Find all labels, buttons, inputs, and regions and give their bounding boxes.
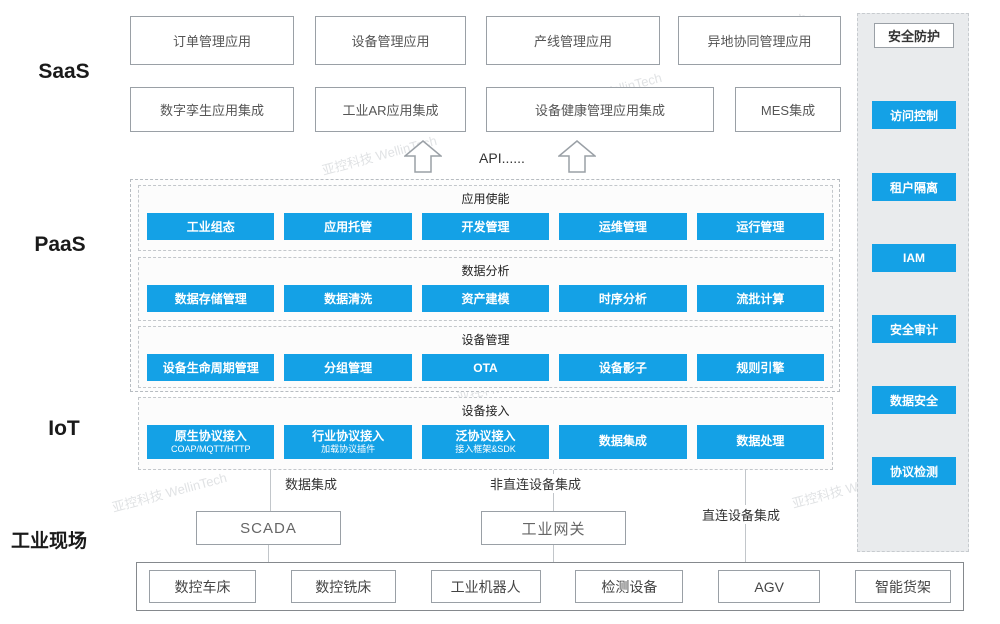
saas-app-box: 订单管理应用	[130, 16, 294, 65]
field-device-box: 智能货架	[854, 570, 951, 603]
saas-integration-box: 工业AR应用集成	[315, 87, 466, 132]
layer-label-saas: SaaS	[38, 60, 90, 83]
iot-access-chip: 数据处理	[696, 425, 825, 459]
security-panel-title: 安全防护	[874, 23, 954, 48]
capability-chip: 流批计算	[696, 285, 825, 312]
chip-label: 泛协议接入	[455, 428, 516, 443]
security-chip: 安全审计	[872, 315, 956, 343]
section-title: 应用使能	[461, 192, 510, 206]
field-device-box: AGV	[718, 570, 821, 603]
chip-label: 原生协议接入	[174, 428, 247, 443]
connection-label-direct-device: 直连设备集成	[698, 505, 785, 524]
capability-chip: OTA	[421, 354, 550, 381]
field-device-box: 数控车床	[149, 570, 256, 603]
section-title: 设备接入	[461, 404, 510, 418]
capability-chip: 工业组态	[147, 213, 275, 240]
connector-line	[268, 545, 269, 562]
chip-label: 行业协议接入	[312, 428, 385, 443]
field-device-box: 检测设备	[575, 570, 684, 603]
capability-chip: 开发管理	[421, 213, 550, 240]
capability-chip: 设备生命周期管理	[147, 354, 275, 381]
section-title: 设备管理	[461, 333, 510, 347]
chip-label: 数据处理	[736, 434, 785, 449]
iot-access-chip: 行业协议接入 加载协议插件	[284, 425, 412, 459]
saas-integration-box: 数字孪生应用集成	[130, 87, 294, 132]
security-chip: IAM	[872, 244, 956, 272]
capability-chip: 运维管理	[559, 213, 687, 240]
capability-chip: 应用托管	[284, 213, 412, 240]
chip-sublabel: 加载协议插件	[321, 443, 376, 454]
field-devices-container: 数控车床 数控铣床 工业机器人 检测设备 AGV 智能货架	[136, 562, 964, 611]
chip-sublabel: 接入框架&SDK	[455, 443, 516, 454]
capability-chip: 时序分析	[559, 285, 687, 312]
field-device-box: 数控铣床	[290, 570, 396, 603]
security-chip: 数据安全	[872, 386, 956, 414]
paas-section-device-management: 设备管理 设备生命周期管理 分组管理 OTA 设备影子 规则引擎	[138, 326, 833, 388]
capability-chip: 数据清洗	[284, 285, 412, 312]
chip-sublabel: COAP/MQTT/HTTP	[170, 443, 251, 454]
industrial-gateway-box: 工业网关	[481, 511, 626, 545]
saas-app-box: 设备管理应用	[315, 16, 466, 65]
capability-chip: 数据存储管理	[147, 285, 275, 312]
capability-chip: 分组管理	[284, 354, 412, 381]
security-panel: 安全防护 访问控制 租户隔离 IAM 安全审计 数据安全 协议检测	[857, 13, 969, 552]
connector-line	[553, 545, 554, 562]
iot-access-chip: 泛协议接入 接入框架&SDK	[421, 425, 550, 459]
section-title: 数据分析	[461, 264, 510, 278]
layer-label-iot: IoT	[48, 417, 80, 440]
saas-integration-box: MES集成	[735, 87, 841, 132]
iot-device-access-section: 设备接入 原生协议接入 COAP/MQTT/HTTP 行业协议接入 加载协议插件…	[138, 397, 833, 470]
saas-app-box: 产线管理应用	[486, 16, 660, 65]
field-device-box: 工业机器人	[430, 570, 541, 603]
capability-chip: 运行管理	[696, 213, 825, 240]
iot-access-chip: 原生协议接入 COAP/MQTT/HTTP	[147, 425, 275, 459]
security-chip: 访问控制	[872, 101, 956, 129]
chip-label: 数据集成	[598, 434, 647, 449]
capability-chip: 资产建模	[421, 285, 550, 312]
connection-label-data-integration: 数据集成	[281, 474, 342, 493]
connector-line	[270, 470, 271, 511]
connection-label-indirect-device: 非直连设备集成	[486, 474, 586, 493]
iot-access-chip: 数据集成	[559, 425, 687, 459]
up-arrow-icon	[404, 140, 442, 173]
layer-label-paas: PaaS	[34, 233, 86, 256]
security-chip: 协议检测	[872, 457, 956, 485]
api-label: API......	[479, 150, 525, 166]
saas-app-box: 异地协同管理应用	[678, 16, 841, 65]
saas-integration-box: 设备健康管理应用集成	[486, 87, 714, 132]
capability-chip: 设备影子	[559, 354, 687, 381]
up-arrow-icon	[558, 140, 596, 173]
scada-box: SCADA	[196, 511, 341, 545]
security-chip: 租户隔离	[872, 173, 956, 201]
watermark: 亚控科技 WellinTech	[110, 469, 229, 516]
paas-section-app-enablement: 应用使能 工业组态 应用托管 开发管理 运维管理 运行管理	[138, 185, 833, 251]
capability-chip: 规则引擎	[696, 354, 825, 381]
paas-section-data-analysis: 数据分析 数据存储管理 数据清洗 资产建模 时序分析 流批计算	[138, 257, 833, 321]
layer-label-field: 工业现场	[10, 531, 87, 552]
